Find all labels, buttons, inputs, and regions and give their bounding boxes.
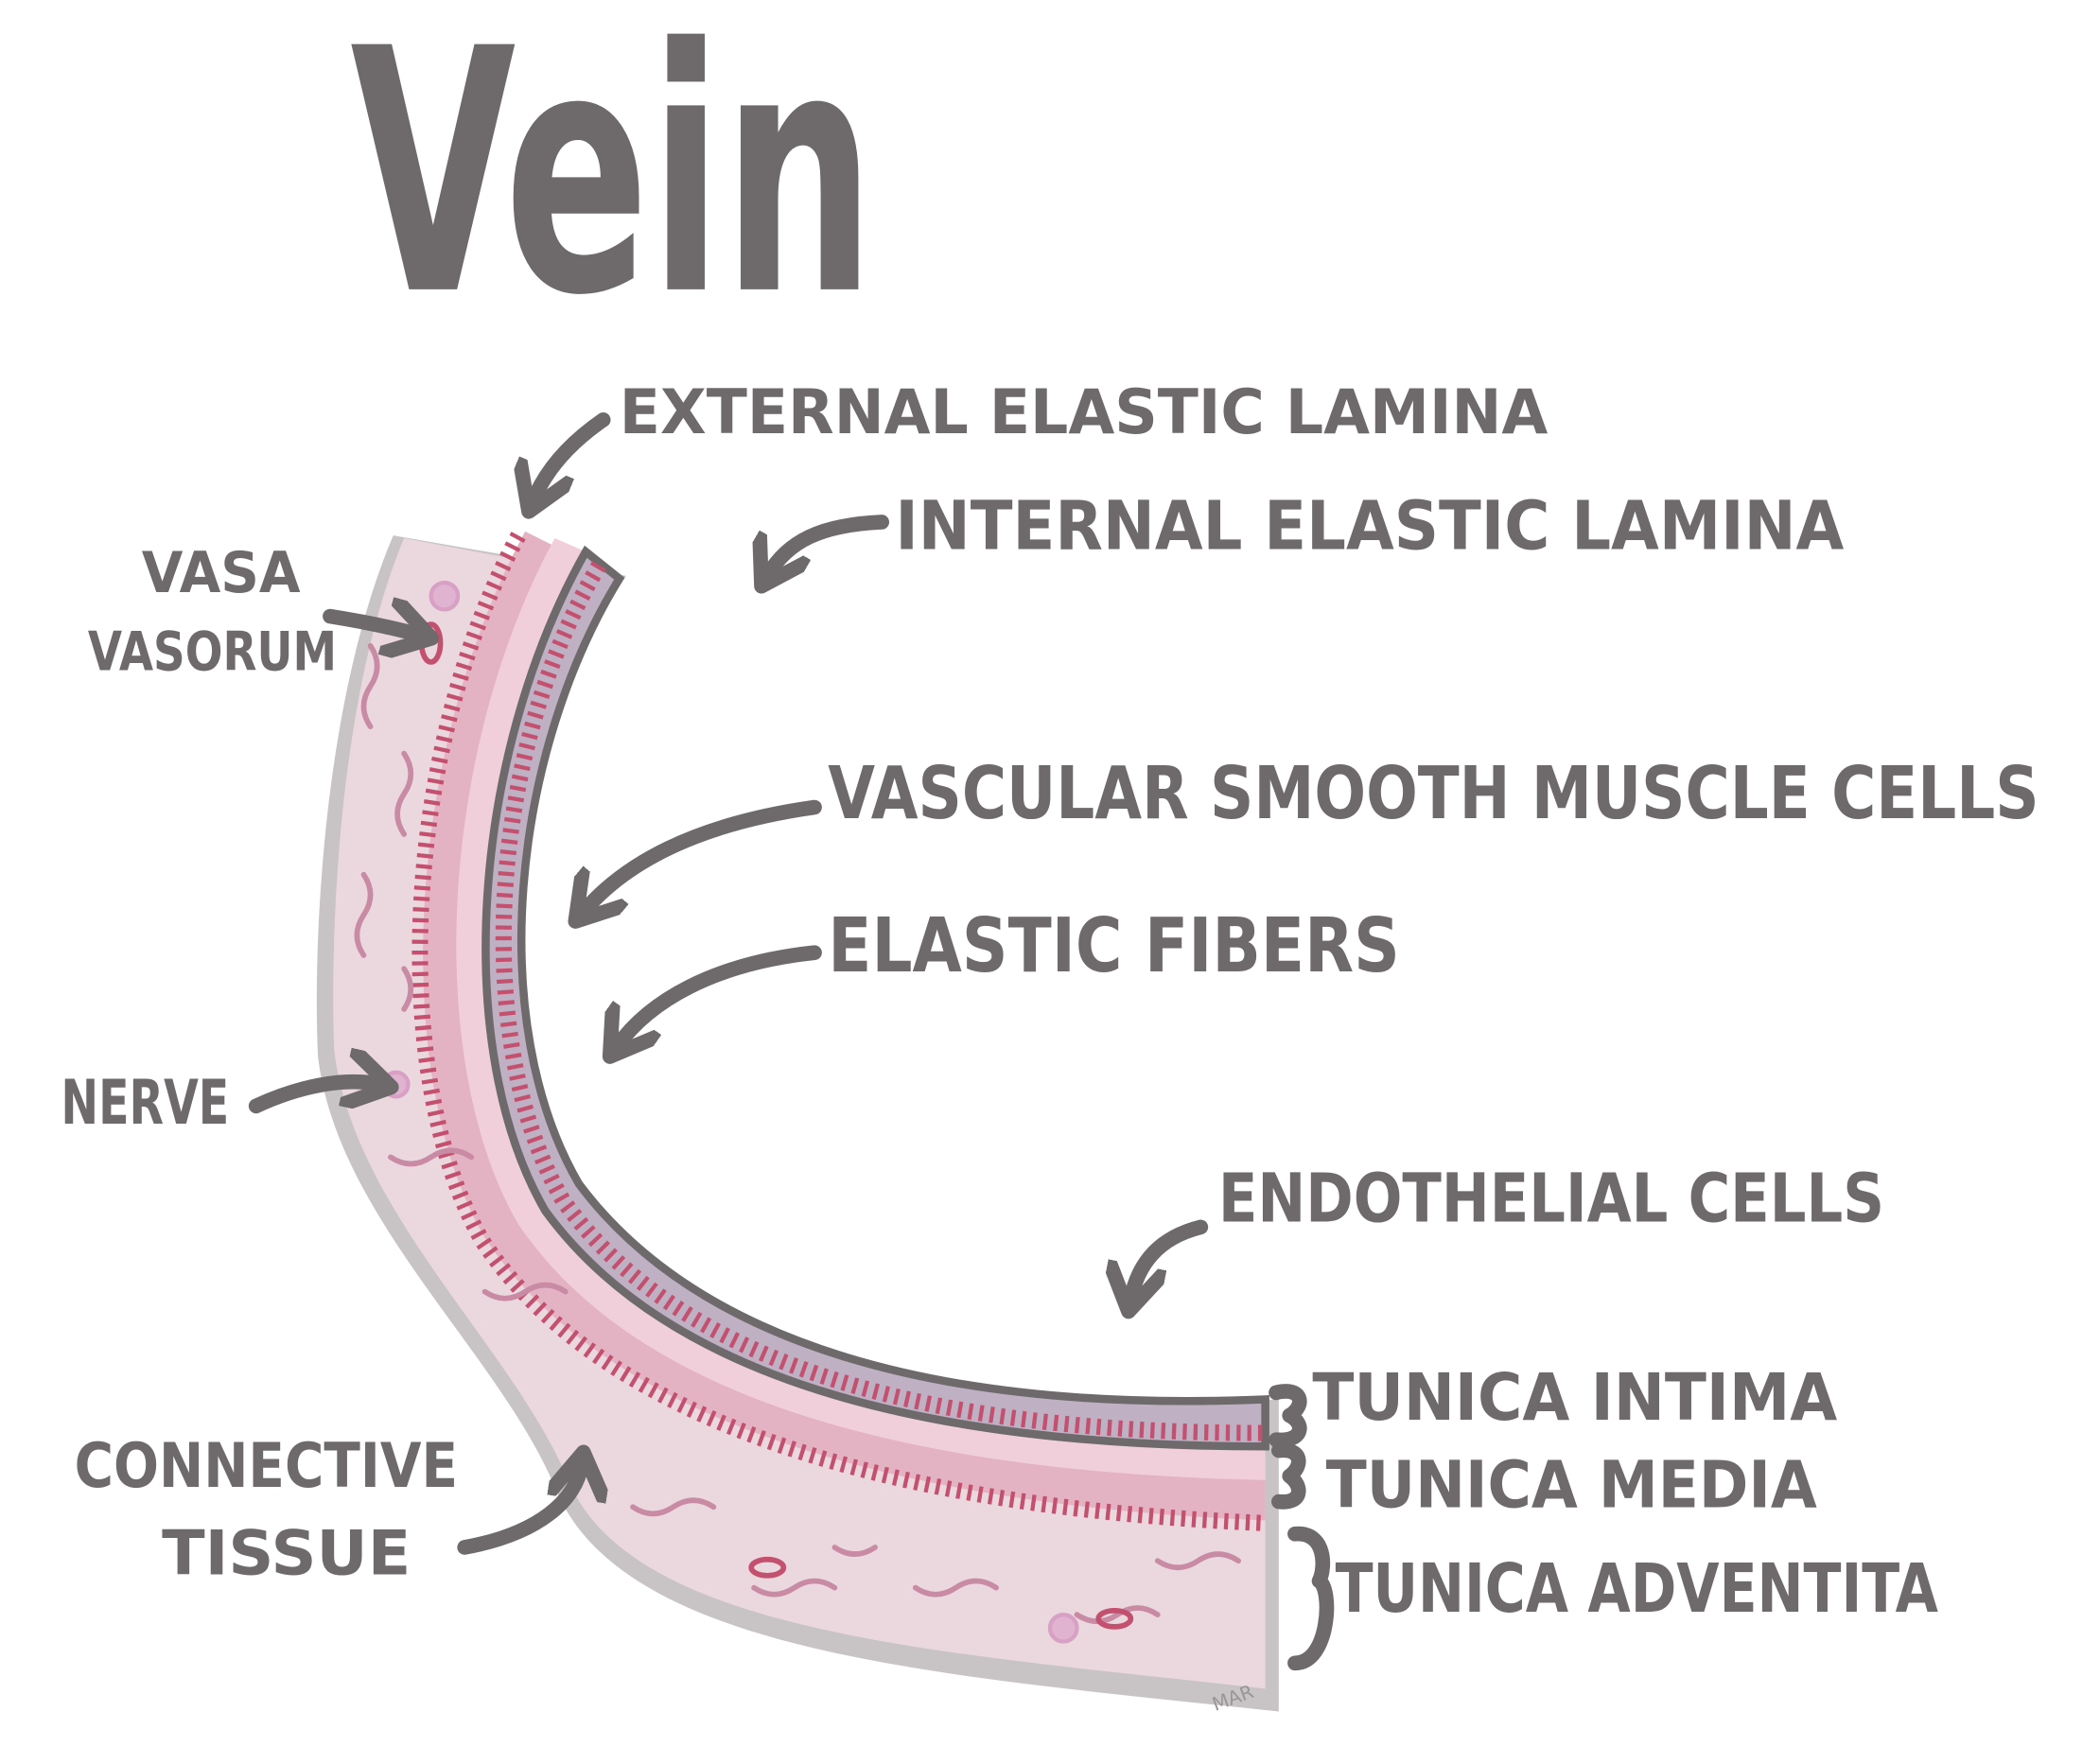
arrow-elastic-fibers (617, 945, 822, 1047)
arrow-internal-elastic-lamina (767, 515, 890, 576)
label-tunica-adventita: TUNICA ADVENTITA (1336, 1549, 1938, 1628)
brace-tunica-media (1271, 1442, 1306, 1510)
label-vasa: VASA (142, 541, 301, 606)
label-vasorum: VASORUM (88, 620, 337, 683)
internal-elastic-lamina-line (495, 561, 1266, 1441)
label-tissue: TISSUE (162, 1517, 411, 1589)
brace-tunica-intima (1269, 1384, 1307, 1448)
arrow-nerve (248, 1082, 380, 1114)
label-endothelial-cells: ENDOTHELIAL CELLS (1218, 1160, 1884, 1238)
vessel-cross-section (1095, 1607, 1134, 1630)
label-vascular-smooth-muscle-cells: VASCULAR SMOOTH MUSCLE CELLS (828, 752, 2039, 836)
tunica-intima (481, 545, 1269, 1451)
label-external-elastic-lamina: EXTERNAL ELASTIC LAMINA (620, 376, 1549, 448)
label-elastic-fibers: ELASTIC FIBERS (828, 901, 1400, 989)
arrow-external-elastic-lamina (534, 412, 611, 500)
nerve-bundle (429, 580, 461, 612)
connective-tissue-fibers (354, 642, 1242, 1625)
arrow-connective-tissue (457, 1464, 582, 1555)
vessel-cross-section (748, 1556, 787, 1579)
label-tunica-media: TUNICA MEDIA (1326, 1448, 1817, 1523)
smooth-muscle-band (456, 538, 1266, 1480)
arrow-smooth-muscle-cells (583, 799, 822, 913)
label-nerve: NERVE (61, 1067, 229, 1139)
label-internal-elastic-lamina: INTERNAL ELASTIC LAMINA (895, 486, 1844, 565)
vein-wall-illustration: MAR (316, 531, 1279, 1716)
title: Vein (350, 0, 875, 369)
brace-tunica-adventitia (1287, 1526, 1335, 1671)
label-tunica-intima: TUNICA INTIMA (1312, 1361, 1837, 1436)
external-elastic-lamina-line (411, 532, 1266, 1531)
nerve-bundle (381, 1070, 411, 1099)
arrow-endothelial-cells (1130, 1219, 1209, 1300)
arrow-vasa-vasorum (323, 617, 420, 636)
nerve-bundle (1047, 1612, 1079, 1644)
label-connective: CONNECTIVE (75, 1430, 458, 1502)
